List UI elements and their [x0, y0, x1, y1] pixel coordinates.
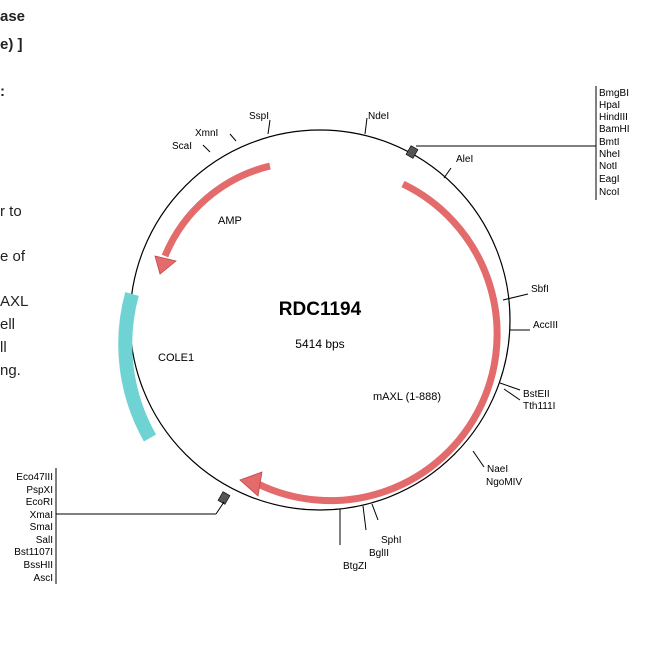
cole1-label: COLE1 — [158, 352, 194, 364]
mcs-bottom-item: SalI — [36, 535, 53, 546]
doc-fragment-3: : — [0, 83, 5, 100]
mcs-top-item: BmgBI — [599, 88, 629, 99]
mcs-bottom-marker — [217, 491, 231, 505]
plasmid-size: 5414 bps — [295, 337, 344, 351]
site-label-scai: ScaI — [172, 141, 192, 152]
maxl-arrowhead — [239, 471, 263, 497]
mcs-bottom-group: Eco47III PspXI EcoRI XmaI SmaI SalI Bst1… — [14, 468, 225, 584]
mcs-bottom-item: AscI — [34, 573, 53, 584]
maxl-label: mAXL (1-888) — [373, 391, 441, 403]
site-label-sbfi: SbfI — [531, 284, 549, 295]
site-label-sphi: SphI — [381, 535, 402, 546]
mcs-top-item: EagI — [599, 174, 620, 185]
site-label-sspi: SspI — [249, 111, 269, 122]
doc-fragment-2: e) ] — [0, 36, 23, 53]
mcs-bottom-item: XmaI — [30, 510, 53, 521]
site-label-bglii: BglII — [369, 548, 389, 559]
site-ticks — [202, 117, 530, 545]
doc-fragment-1: ase — [0, 8, 26, 25]
site-label-tth111i: Tth111I — [523, 401, 555, 412]
plasmid-name: RDC1194 — [279, 299, 362, 320]
mcs-bottom-item: SmaI — [30, 522, 53, 533]
mcs-top-item: NheI — [599, 149, 620, 160]
mcs-bottom-item: BssHII — [24, 560, 53, 571]
mcs-top-item: NcoI — [599, 187, 620, 198]
maxl-arrow-body — [256, 180, 501, 505]
mcs-top-item: NotI — [599, 161, 617, 172]
mcs-bottom-item: PspXI — [26, 485, 53, 496]
mcs-top-group: BmgBI HpaI HindIII BamHI BmtI NheI NotI … — [416, 86, 630, 200]
cole1-origin-block — [118, 292, 157, 442]
doc-fragment-6: AXL — [0, 293, 29, 310]
site-label-alei: AleI — [456, 154, 473, 165]
amp-arrowhead — [154, 255, 177, 275]
mcs-bottom-item: Bst1107I — [14, 547, 53, 558]
amp-arrow-body — [161, 162, 271, 258]
doc-fragment-9: ng. — [0, 362, 21, 379]
site-label-xmni: XmnI — [195, 128, 218, 139]
doc-fragment-8: ll — [0, 339, 7, 356]
site-label-naei: NaeI — [487, 464, 508, 475]
mcs-top-item: BmtI — [599, 137, 620, 148]
mcs-top-marker — [405, 145, 419, 159]
mcs-bottom-item: Eco47III — [16, 472, 53, 483]
site-label-bsteii: BstEII — [523, 389, 550, 400]
mcs-top-item: HpaI — [599, 100, 620, 111]
doc-fragment-5: e of — [0, 248, 26, 265]
doc-fragment-7: ell — [0, 316, 16, 333]
doc-fragment-4: r to — [0, 203, 22, 220]
mcs-bottom-item: EcoRI — [26, 497, 53, 508]
plasmid-backbone — [129, 129, 511, 511]
mcs-top-item: HindIII — [599, 112, 628, 123]
site-label-acciii: AccIII — [533, 320, 558, 331]
mcs-top-item: BamHI — [599, 124, 630, 135]
site-label-ngomiv: NgoMIV — [486, 477, 522, 488]
amp-label: AMP — [218, 215, 242, 227]
site-label-btgzi: BtgZI — [343, 561, 367, 572]
site-label-ndei: NdeI — [368, 111, 389, 122]
